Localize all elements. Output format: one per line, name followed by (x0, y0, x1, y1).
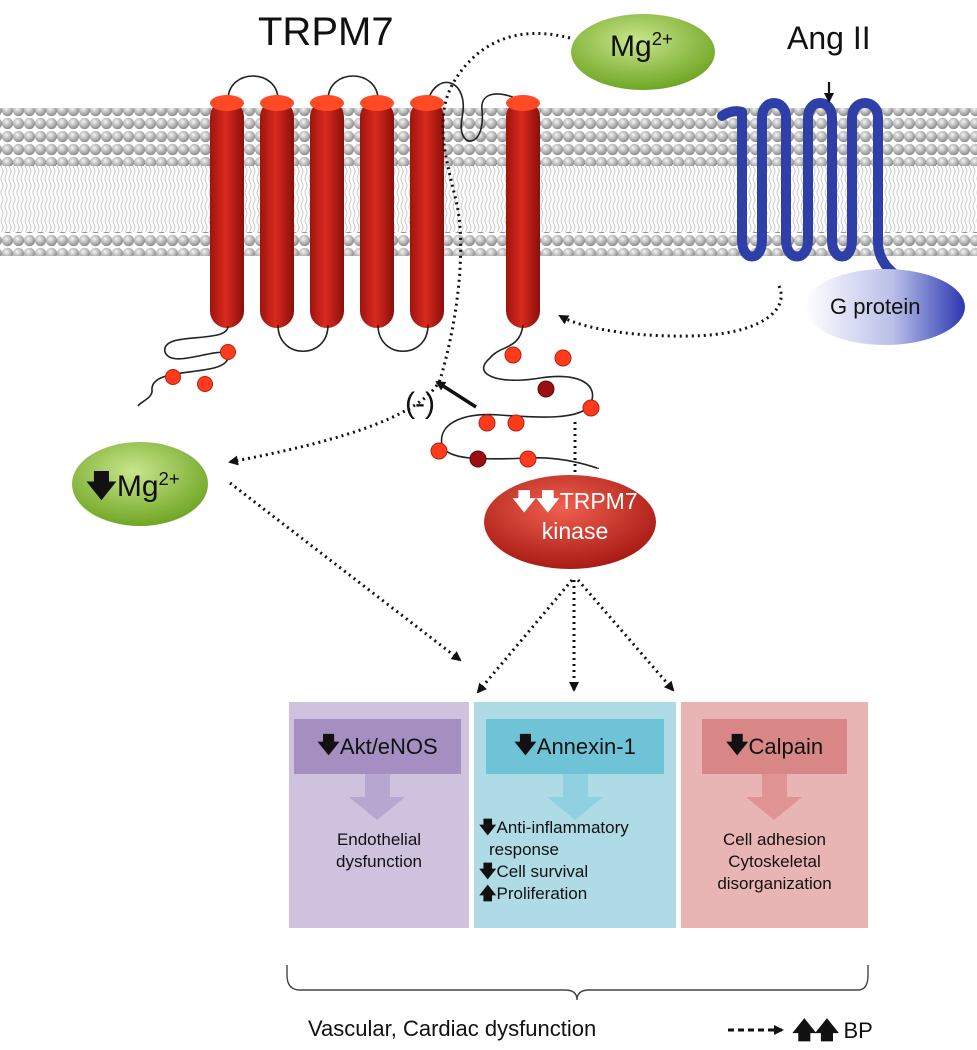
ang-ii-label: Ang II (787, 20, 871, 56)
down-arrow-icon: 🡇 (514, 731, 537, 757)
g-protein-label: G protein (830, 294, 921, 319)
intracellular-loops (137, 324, 429, 407)
inhibition-label: (-) (405, 387, 435, 420)
mg-intracellular-shape (72, 442, 208, 526)
trpm7-kinase-shape (484, 475, 656, 569)
n-terminus-beads (165, 344, 236, 392)
dysfunction-label: Vascular, Cardiac dysfunction (308, 1016, 597, 1041)
up-arrow-icon: 🡅 (479, 884, 497, 903)
extracellular-loops (227, 75, 521, 142)
down-arrow-icon: 🡇 (86, 470, 117, 503)
annexin-effect-item: 🡇Cell survival (479, 862, 589, 881)
trpm7-title: TRPM7 (258, 10, 394, 54)
summary-bracket (286, 965, 869, 1001)
trpm7-kinase-label: 🡇🡇TRPM7 kinase (512, 488, 638, 544)
calpain-header: 🡇Calpain (702, 719, 847, 774)
down-arrow-icon: 🡇 (479, 862, 497, 881)
calpain-effects: Cell adhesion Cytoskeletal disorganizati… (717, 830, 832, 893)
cell-membrane (0, 108, 977, 256)
mg-extracellular-shape (571, 14, 715, 90)
c-terminus (430, 324, 600, 469)
annexin-effect-item: 🡅Proliferation (479, 884, 588, 903)
down-arrow-icon: 🡇 (725, 731, 749, 757)
double-down-arrow-icon: 🡇🡇 (512, 488, 560, 514)
down-arrow-icon: 🡇 (479, 818, 497, 837)
bp-label: 🡅🡅 BP (792, 1017, 873, 1044)
annexin-header: 🡇Annexin-1 (486, 719, 664, 774)
effect-boxes (289, 702, 868, 928)
annexin-effect-item: response (489, 840, 559, 859)
annexin-effect-item: 🡇Anti-inflammatory (479, 818, 629, 837)
mg-extracellular-label: Mg2+ (610, 28, 673, 63)
angiotensin-receptor (717, 98, 913, 287)
down-arrow-icon: 🡇 (317, 731, 340, 757)
annexin-effects: 🡇Anti-inflammatory response 🡇Cell surviv… (479, 817, 674, 905)
up-arrow-icon: 🡅🡅 (792, 1017, 839, 1044)
pathway-arrows (228, 31, 834, 694)
mg-intracellular-label: 🡇Mg2+ (86, 468, 180, 503)
akt-enos-header: 🡇Akt/eNOS (294, 719, 461, 774)
trpm7-channel (210, 95, 540, 328)
akt-effects: Endothelial dysfunction (336, 830, 422, 871)
g-protein-shape (805, 269, 965, 345)
